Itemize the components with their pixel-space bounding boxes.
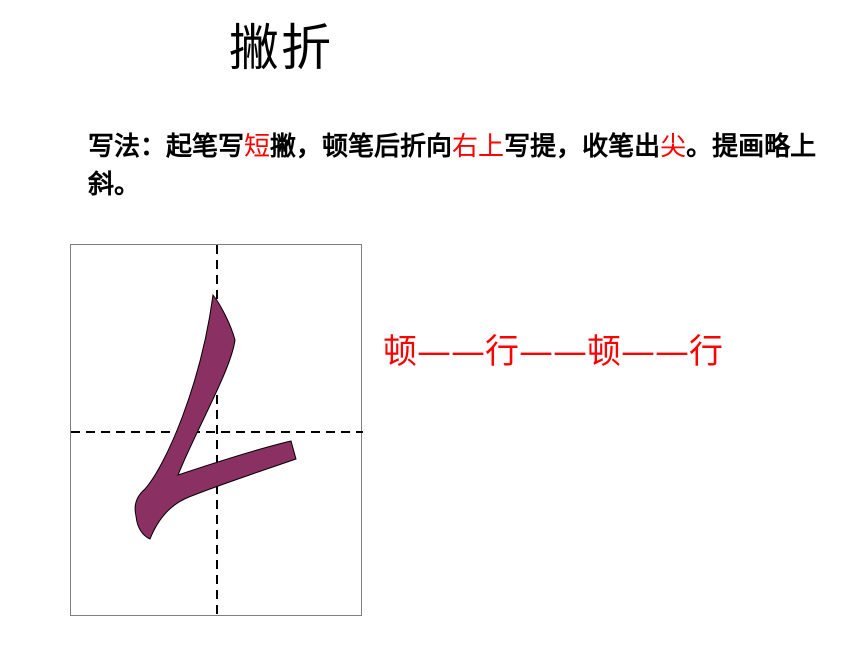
tianzige-grid [70,244,363,617]
desc-emphasis: 右上 [452,132,505,162]
rhythm-text: 顿——行——顿——行 [383,332,723,372]
stroke-description: 写法：起笔写短撇，顿笔后折向右上写提，收笔出尖。提画略上斜。 [88,128,818,204]
desc-part: 撇，顿笔后折向 [270,132,453,162]
desc-emphasis: 尖 [660,132,687,162]
desc-part: 。提画略上斜。 [88,132,817,200]
desc-emphasis: 短 [244,132,271,162]
stroke-illustration [71,245,363,617]
desc-part: 写法：起笔写 [88,132,245,162]
piezhe-stroke-shape [134,293,297,540]
page-title: 撇折 [229,19,333,77]
desc-part: 写提，收笔出 [504,132,661,162]
